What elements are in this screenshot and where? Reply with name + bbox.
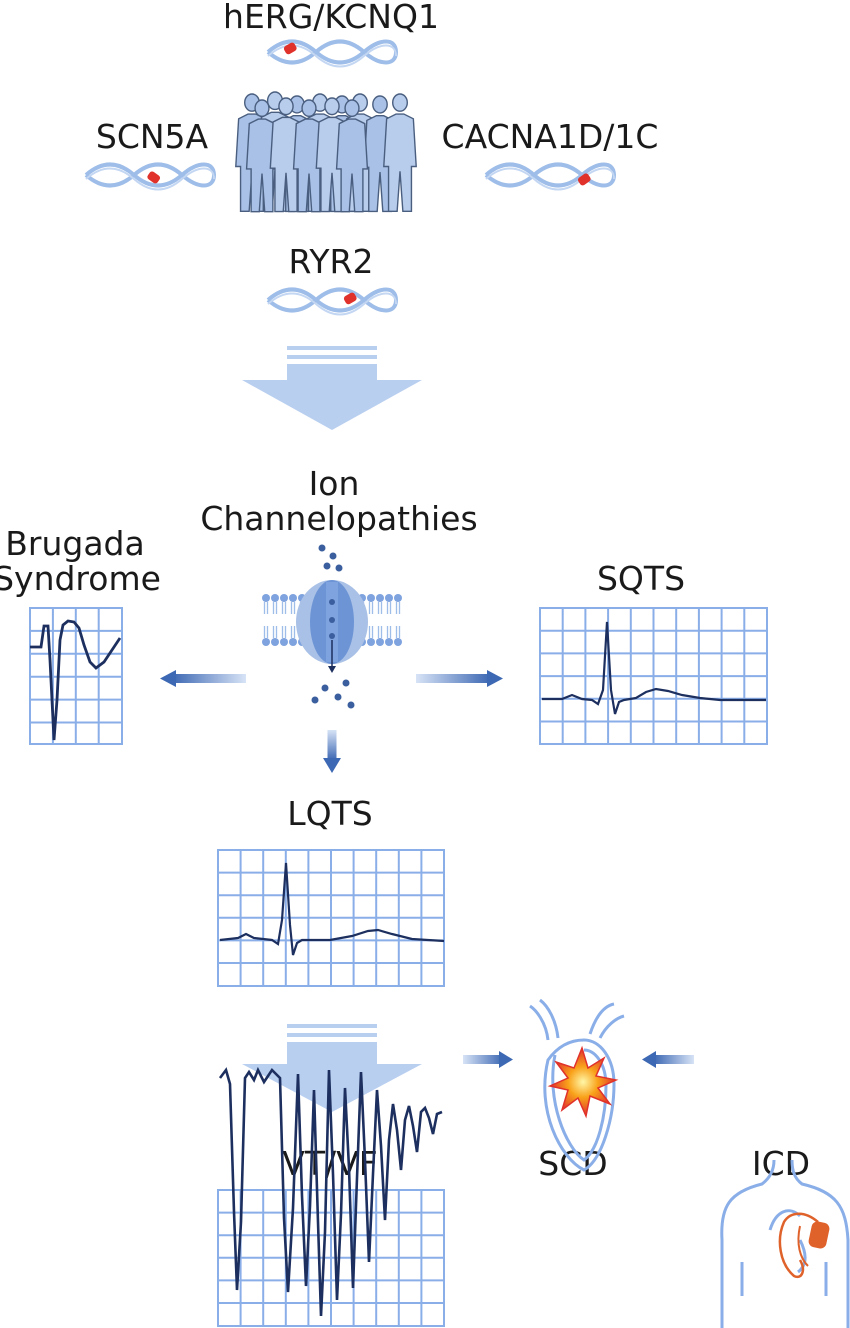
large-down-arrow-1: [242, 346, 422, 430]
brugada-title-line1: Brugada: [5, 524, 145, 563]
mutation-mark: [147, 171, 161, 184]
brugada-ecg-trace: [30, 619, 122, 741]
gene-label-scn5a: SCN5A: [95, 117, 209, 156]
icd-device-icon: [778, 1212, 830, 1279]
lqts-title: LQTS: [287, 794, 373, 833]
dna-helix-cacna1d-1c: [484, 162, 616, 192]
gene-label-cacna1d-1c: CACNA1D/1C: [441, 117, 659, 156]
sqts-ecg-panel: [539, 607, 768, 745]
explosion-burst-icon: [547, 1045, 619, 1119]
mutation-mark: [283, 42, 297, 55]
ion-channel-icon: [262, 544, 402, 709]
arrow-icd-to-scd: [642, 1051, 694, 1068]
arrow-vtvf-to-scd: [463, 1051, 513, 1068]
mutation-mark: [577, 173, 591, 186]
dna-helix-herg: [266, 39, 398, 69]
lqts-ecg-trace: [219, 862, 445, 956]
mutation-mark: [343, 292, 357, 305]
dna-helix-ryr2: [266, 287, 398, 317]
ion-channelopathies-title-line2: Channelopathies: [200, 499, 478, 538]
ion-channelopathies-title-line1: Ion: [308, 464, 360, 503]
vt-vf-ecg-panel: [217, 1189, 445, 1327]
brugada-title-line2: Syndrome: [0, 559, 161, 598]
vt-vf-ecg-trace: [218, 1066, 443, 1317]
vt-vf-title: VT/VF: [282, 1144, 378, 1183]
arrow-to-lqts: [323, 730, 341, 773]
sqts-ecg-trace: [542, 621, 766, 715]
dna-helix-scn5a: [84, 162, 216, 192]
gene-label-herg-kcnq1: hERG/KCNQ1: [223, 0, 439, 36]
icd-title: ICD: [751, 1144, 811, 1183]
sqts-title: SQTS: [596, 559, 686, 598]
arrow-to-sqts: [416, 670, 503, 687]
torso-with-icd-icon: [720, 1159, 850, 1328]
gene-label-ryr2: RYR2: [288, 242, 374, 281]
large-down-arrow-2: [242, 1024, 422, 1112]
arrow-to-brugada: [160, 670, 246, 687]
lqts-ecg-panel: [217, 849, 445, 987]
people-crowd-icon: [235, 91, 417, 213]
